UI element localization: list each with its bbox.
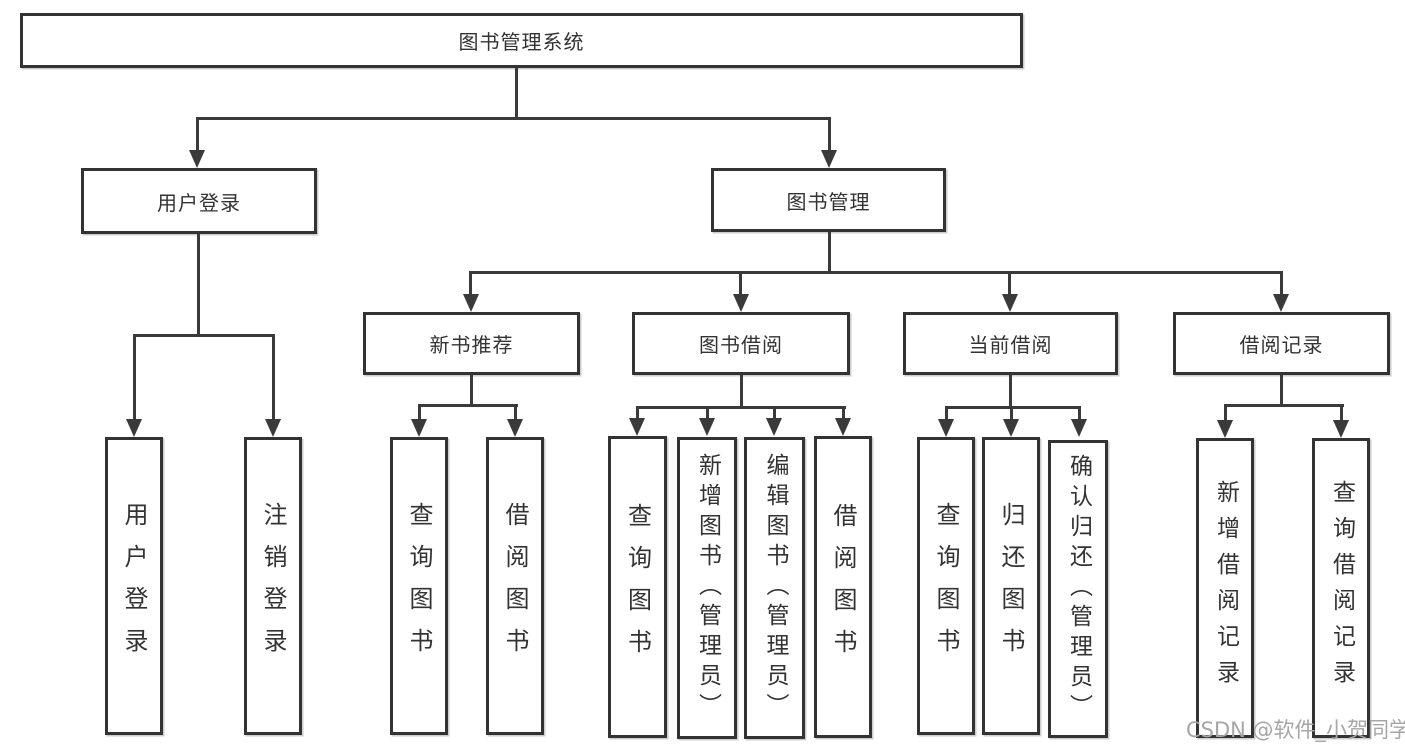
leaf-logout-login: 注销登录 xyxy=(244,437,302,735)
connector-line xyxy=(1280,271,1283,296)
node-label: 图书借阅 xyxy=(699,333,783,357)
arrow-down-icon xyxy=(1217,420,1233,438)
arrow-down-icon xyxy=(1003,419,1019,437)
leaf-label: 注销登录 xyxy=(259,502,287,670)
connector-line xyxy=(1280,375,1283,407)
connector-line xyxy=(196,117,831,120)
node-label: 图书管理系统 xyxy=(458,30,585,54)
leaf-user-login: 用户登录 xyxy=(105,437,163,735)
node-label: 图书管理 xyxy=(786,189,871,214)
connector-line xyxy=(739,271,742,296)
connector-line xyxy=(773,406,776,420)
leaf-label: 查询借阅记录 xyxy=(1328,480,1355,696)
leaf-borrow-book: 借阅图书 xyxy=(814,436,872,738)
leaf-label: 新增借阅记录 xyxy=(1212,480,1239,696)
connector-line xyxy=(133,334,275,337)
connector-line xyxy=(514,404,517,422)
connector-line xyxy=(1008,271,1011,296)
arrow-down-icon xyxy=(1071,419,1087,437)
leaf-label: 归还图书 xyxy=(997,502,1025,670)
arrow-down-icon xyxy=(463,294,479,312)
node-new-book-recommend: 新书推荐 xyxy=(363,312,580,375)
node-label: 当前借阅 xyxy=(968,333,1053,357)
connector-line xyxy=(1078,406,1081,421)
connector-line xyxy=(740,375,743,409)
arrow-down-icon xyxy=(1002,294,1018,312)
leaf-label: 编辑图书（管理员） xyxy=(762,453,788,723)
connector-line xyxy=(636,406,846,409)
leaf-add-borrow-record: 新增借阅记录 xyxy=(1196,438,1254,738)
connector-line xyxy=(636,406,639,420)
node-book-management: 图书管理 xyxy=(711,168,946,232)
leaf-label: 借阅图书 xyxy=(501,502,529,670)
leaf-label: 用户登录 xyxy=(120,502,148,670)
leaf-borrow-book-recommend: 借阅图书 xyxy=(486,437,544,735)
connector-line xyxy=(197,234,200,337)
arrow-down-icon xyxy=(1333,420,1349,438)
connector-line xyxy=(1010,406,1013,421)
arrow-down-icon xyxy=(265,419,281,437)
leaf-confirm-return-admin: 确认归还（管理员） xyxy=(1048,440,1108,738)
arrow-down-icon xyxy=(821,150,837,168)
arrow-down-icon xyxy=(189,150,205,168)
leaf-query-borrow-record: 查询借阅记录 xyxy=(1312,438,1370,738)
node-label: 借阅记录 xyxy=(1239,333,1324,357)
node-borrow-record: 借阅记录 xyxy=(1173,312,1390,375)
connector-line xyxy=(842,406,845,420)
arrow-down-icon xyxy=(733,294,749,312)
watermark: CSDN @软件_小贺同学 xyxy=(1186,718,1405,742)
arrow-down-icon xyxy=(835,418,851,436)
node-current-borrow: 当前借阅 xyxy=(903,312,1118,375)
connector-line xyxy=(828,117,831,153)
leaf-add-book-admin: 新增图书（管理员） xyxy=(677,437,737,739)
connector-line xyxy=(418,404,421,422)
connector-line xyxy=(1224,404,1344,407)
leaf-label: 新增图书（管理员） xyxy=(694,453,721,723)
connector-line xyxy=(196,117,199,153)
arrow-down-icon xyxy=(507,419,523,437)
connector-line xyxy=(1224,404,1227,422)
arrow-down-icon xyxy=(1273,294,1289,312)
arrow-down-icon xyxy=(629,418,645,436)
connector-line xyxy=(418,404,518,407)
leaf-label: 查询图书 xyxy=(405,502,433,670)
connector-line xyxy=(469,271,472,296)
connector-line xyxy=(469,271,1283,274)
arrow-down-icon xyxy=(699,418,715,436)
leaf-label: 查询图书 xyxy=(932,502,960,670)
leaf-query-book-current: 查询图书 xyxy=(917,437,975,735)
node-library-management-system: 图书管理系统 xyxy=(20,13,1023,68)
arrow-down-icon xyxy=(766,418,782,436)
connector-line xyxy=(706,406,709,420)
connector-line xyxy=(272,334,275,421)
connector-line xyxy=(133,334,136,421)
leaf-query-book-recommend: 查询图书 xyxy=(390,437,448,735)
connector-line xyxy=(945,406,1081,409)
node-book-borrow: 图书借阅 xyxy=(632,312,850,375)
node-label: 用户登录 xyxy=(157,190,241,215)
arrow-down-icon xyxy=(938,419,954,437)
node-user-login: 用户登录 xyxy=(81,168,317,234)
leaf-label: 查询图书 xyxy=(623,503,652,671)
leaf-return-book: 归还图书 xyxy=(982,437,1040,735)
connector-line xyxy=(828,232,831,274)
leaf-edit-book-admin: 编辑图书（管理员） xyxy=(744,437,805,739)
node-label: 新书推荐 xyxy=(429,333,514,357)
arrow-down-icon xyxy=(411,419,427,437)
connector-line xyxy=(1009,375,1012,409)
leaf-label: 借阅图书 xyxy=(829,503,857,671)
connector-line xyxy=(1340,404,1343,422)
leaf-query-book-borrow: 查询图书 xyxy=(608,436,667,738)
connector-line xyxy=(470,375,473,407)
arrow-down-icon xyxy=(126,419,142,437)
connector-line xyxy=(515,66,518,120)
leaf-label: 确认归还（管理员） xyxy=(1065,454,1092,724)
connector-line xyxy=(945,406,948,421)
